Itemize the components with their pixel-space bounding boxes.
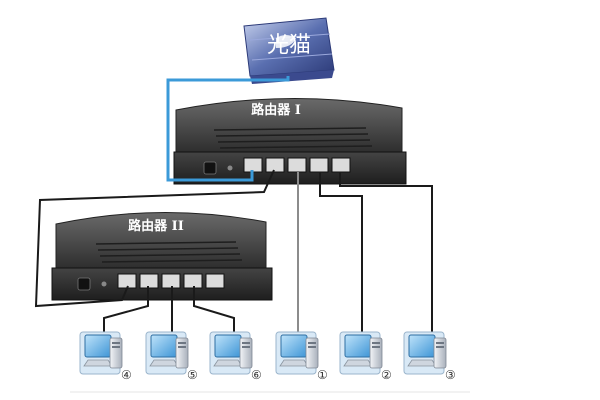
desktop-computer-icon bbox=[145, 331, 189, 375]
ethernet-port-icon bbox=[243, 157, 263, 173]
ethernet-port-icon bbox=[183, 273, 203, 289]
ethernet-port-icon bbox=[287, 157, 307, 173]
computer-4 bbox=[79, 331, 123, 375]
router-2 bbox=[51, 211, 273, 301]
ethernet-port-icon bbox=[309, 157, 329, 173]
ethernet-port-icon bbox=[205, 273, 225, 289]
ethernet-ports bbox=[117, 273, 225, 289]
cable-pc-6 bbox=[193, 286, 235, 334]
computer-3 bbox=[403, 331, 447, 375]
cable-pc-3 bbox=[339, 172, 433, 332]
ethernet-port-icon bbox=[139, 273, 159, 289]
router-2-label: 路由器 II bbox=[128, 218, 184, 234]
computer-6 bbox=[209, 331, 253, 375]
computer-2 bbox=[339, 331, 383, 375]
router-link-cable bbox=[34, 169, 275, 308]
computer-6-number: ⑥ bbox=[251, 368, 262, 382]
power-port-icon bbox=[77, 277, 91, 291]
computer-1 bbox=[275, 331, 319, 375]
reset-button-icon bbox=[101, 281, 107, 287]
desktop-computer-icon bbox=[403, 331, 447, 375]
ethernet-port-icon bbox=[331, 157, 351, 173]
ethernet-port-icon bbox=[265, 157, 285, 173]
computer-5 bbox=[145, 331, 189, 375]
desktop-computer-icon bbox=[275, 331, 319, 375]
ethernet-port-icon bbox=[161, 273, 181, 289]
ethernet-ports bbox=[243, 157, 351, 173]
desktop-computer-icon bbox=[339, 331, 383, 375]
computer-3-number: ③ bbox=[445, 368, 456, 382]
cable-pc-4 bbox=[103, 286, 149, 334]
computer-2-number: ② bbox=[381, 368, 392, 382]
uplink-cable bbox=[166, 76, 290, 182]
cable-pc-2 bbox=[319, 172, 363, 332]
power-port-icon bbox=[203, 161, 217, 175]
modem-cable-icon bbox=[276, 35, 296, 48]
reset-button-icon bbox=[227, 165, 233, 171]
computer-1-number: ① bbox=[317, 368, 328, 382]
computer-4-number: ④ bbox=[121, 368, 132, 382]
fiber-modem-icon bbox=[243, 17, 335, 84]
desktop-computer-icon bbox=[209, 331, 253, 375]
computer-5-number: ⑤ bbox=[187, 368, 198, 382]
desktop-computer-icon bbox=[79, 331, 123, 375]
router-1-label: 路由器 I bbox=[251, 102, 301, 118]
